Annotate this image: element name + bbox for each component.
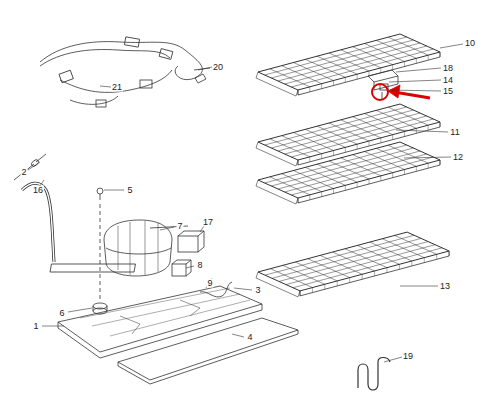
callout-number: 15 bbox=[442, 87, 454, 96]
red-arrow bbox=[394, 92, 430, 98]
red-arrowhead bbox=[388, 85, 400, 98]
base-plate bbox=[58, 286, 262, 358]
callout-number: 5 bbox=[126, 186, 133, 195]
callout-number: 18 bbox=[442, 64, 454, 73]
callout-number: 2 bbox=[20, 168, 27, 177]
wire-harness bbox=[40, 37, 210, 107]
wire-shelf bbox=[256, 142, 440, 204]
callout-number: 7 bbox=[176, 222, 183, 231]
cover-plate bbox=[118, 318, 298, 384]
callout-number: 21 bbox=[111, 83, 123, 92]
callout-number: 16 bbox=[32, 186, 44, 195]
callout-number: 6 bbox=[58, 309, 65, 318]
screw bbox=[97, 188, 103, 300]
shelf-bracket bbox=[368, 70, 398, 100]
callout-number: 4 bbox=[246, 333, 253, 342]
relay bbox=[178, 231, 204, 252]
callout-number: 8 bbox=[196, 261, 203, 270]
callout-number: 13 bbox=[439, 282, 451, 291]
callout-number: 1 bbox=[32, 322, 39, 331]
wire-shelf bbox=[256, 34, 440, 96]
defrost-thermostat bbox=[14, 154, 46, 180]
highlight-circle bbox=[372, 84, 388, 100]
overload bbox=[172, 260, 191, 276]
wire-shelf bbox=[256, 104, 440, 166]
wire-shelf bbox=[256, 232, 449, 297]
wire-shelves bbox=[256, 34, 449, 297]
callout-number: 9 bbox=[206, 279, 213, 288]
callout-number: 20 bbox=[212, 63, 224, 72]
callout-number: 14 bbox=[442, 76, 454, 85]
callout-number: 19 bbox=[402, 352, 414, 361]
wire-hook bbox=[358, 358, 390, 391]
drain-tube bbox=[22, 183, 54, 262]
callout-number: 17 bbox=[202, 218, 214, 227]
callout-number: 11 bbox=[449, 128, 460, 137]
compressor bbox=[50, 220, 188, 276]
leader-lines bbox=[28, 44, 463, 362]
callout-number: 10 bbox=[464, 39, 476, 48]
callout-number: 12 bbox=[452, 153, 464, 162]
callout-number: 3 bbox=[254, 286, 261, 295]
